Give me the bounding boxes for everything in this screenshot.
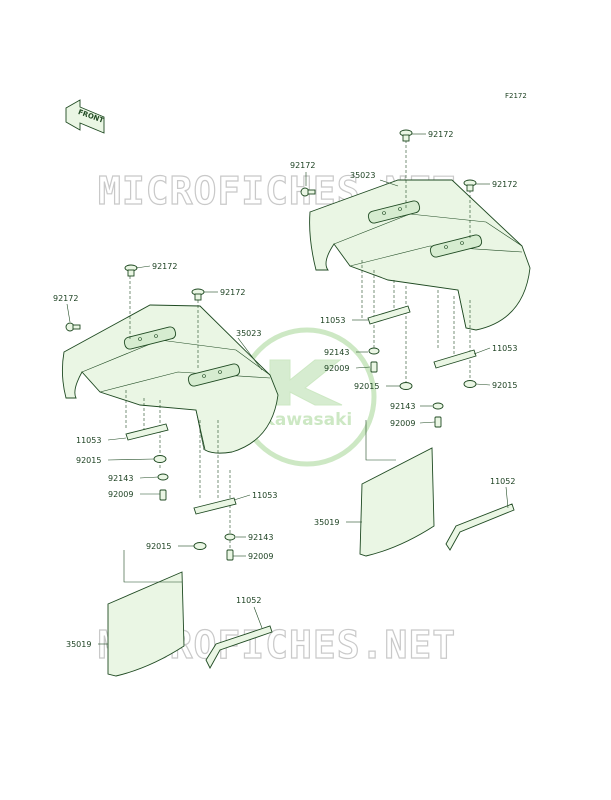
left-strap	[205, 625, 273, 669]
part-label: 92172	[492, 180, 517, 189]
bracket-part	[367, 305, 411, 325]
bracket-part	[193, 497, 237, 515]
front-arrow-icon: FRONT	[65, 99, 105, 134]
part-label: 92143	[248, 533, 273, 542]
part-label: 92015	[146, 542, 171, 551]
part-label: 92172	[152, 262, 177, 271]
part-label: 92172	[53, 294, 78, 303]
right-mud-flap	[359, 447, 435, 557]
part-label: 35019	[66, 640, 91, 649]
part-label: 35023	[236, 329, 261, 338]
nut-part	[399, 382, 413, 390]
part-label: 11052	[490, 477, 515, 486]
part-label: 92143	[108, 474, 133, 483]
part-label: 92015	[492, 381, 517, 390]
diagram-code: F2172	[505, 92, 527, 100]
part-label: 92009	[248, 552, 273, 561]
clip-bolt-part	[226, 549, 234, 561]
clip-bolt-part	[434, 416, 442, 428]
part-label: 35019	[314, 518, 339, 527]
clip-bolt-part	[370, 361, 378, 373]
bolt-icon	[300, 129, 477, 197]
right-fender	[309, 179, 531, 331]
part-label: 92009	[390, 419, 415, 428]
part-label: 92172	[220, 288, 245, 297]
nut-part	[463, 380, 477, 388]
part-label: 92009	[324, 364, 349, 373]
part-label: 92015	[76, 456, 101, 465]
right-strap	[445, 503, 515, 551]
left-mud-flap	[107, 571, 185, 677]
nut-part	[193, 542, 207, 550]
kawasaki-logo-text: Kawasaki	[262, 410, 353, 430]
part-label: 92172	[428, 130, 453, 139]
part-label: 35023	[350, 171, 375, 180]
collar-part	[368, 347, 380, 355]
part-label: 92143	[324, 348, 349, 357]
part-label: 92172	[290, 161, 315, 170]
bolt-icon	[65, 264, 205, 332]
nut-part	[153, 455, 167, 463]
part-label: 92143	[390, 402, 415, 411]
part-label: 92009	[108, 490, 133, 499]
part-label: 92015	[354, 382, 379, 391]
part-label: 11053	[492, 344, 517, 353]
left-fender	[61, 304, 279, 454]
bracket-part	[125, 423, 169, 441]
part-label: 11052	[236, 596, 261, 605]
bracket-part	[433, 349, 477, 369]
clip-bolt-part	[159, 489, 167, 501]
collar-part	[432, 402, 444, 410]
part-label: 11053	[252, 491, 277, 500]
collar-part	[157, 473, 169, 481]
collar-part	[224, 533, 236, 541]
part-label: 11053	[320, 316, 345, 325]
part-label: 11053	[76, 436, 101, 445]
